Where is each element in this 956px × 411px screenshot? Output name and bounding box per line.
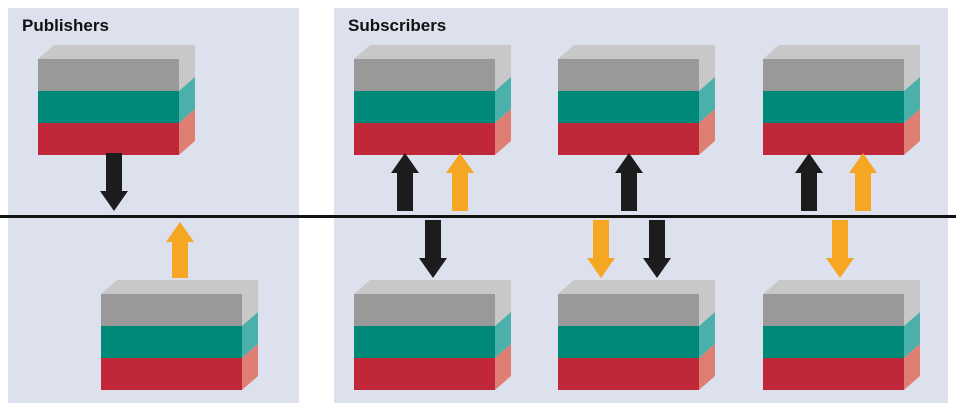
subscriber-stack-bottom-3 [763, 280, 920, 390]
subscribe-arrow-up-icon-3 [795, 153, 823, 211]
subscriber-stack-top-2 [558, 45, 715, 155]
subscribe-arrow-up-icon-2 [615, 153, 643, 211]
subscriber-stack-bottom-1 [354, 280, 511, 390]
subscribe-arrow-up-orange-icon-3 [849, 153, 877, 211]
publisher-stack-bottom [101, 280, 258, 390]
subscribe-arrow-up-icon-1 [391, 153, 419, 211]
publisher-stack-top [38, 45, 195, 155]
publish-arrow-up-icon [166, 222, 194, 278]
subscribe-arrow-down-icon-1 [419, 220, 447, 278]
publish-arrow-down-icon [100, 153, 128, 211]
subscribe-arrow-up-orange-icon-1 [446, 153, 474, 211]
subscribe-arrow-down-icon-2 [643, 220, 671, 278]
subscriber-stack-top-3 [763, 45, 920, 155]
subscriber-stack-top-1 [354, 45, 511, 155]
subscribe-arrow-down-orange-icon-2 [587, 220, 615, 278]
publishers-title: Publishers [22, 16, 109, 35]
subscribers-title: Subscribers [348, 16, 447, 35]
subscribe-arrow-down-orange-icon-3 [826, 220, 854, 278]
subscriber-stack-bottom-2 [558, 280, 715, 390]
message-bus-line [0, 215, 956, 218]
